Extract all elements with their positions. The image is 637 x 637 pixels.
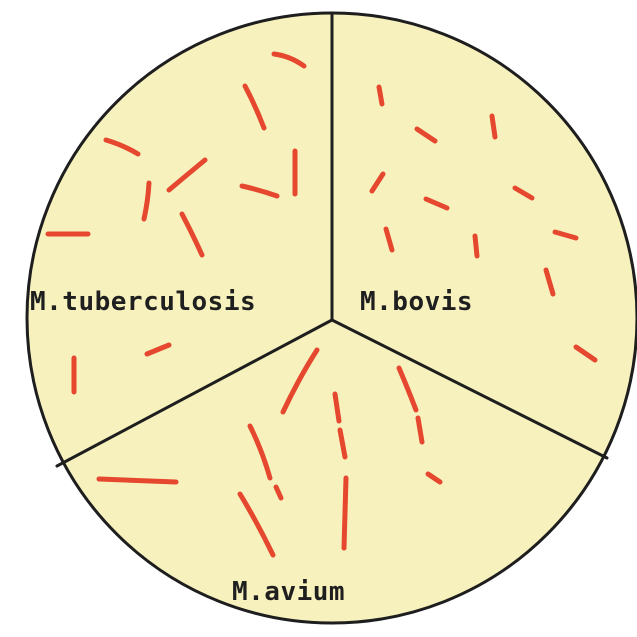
label-m-bovis: M.bovis	[360, 287, 473, 317]
bacillus-bovis-1	[379, 87, 382, 104]
label-m-avium: M.avium	[232, 577, 345, 607]
label-m-tuberculosis: M.tuberculosis	[30, 287, 256, 317]
bacillus-avium-9	[99, 479, 176, 482]
bacillus-avium-11	[344, 478, 346, 548]
bacillus-bovis-8	[475, 236, 477, 256]
bacillus-bovis-3	[492, 116, 495, 137]
